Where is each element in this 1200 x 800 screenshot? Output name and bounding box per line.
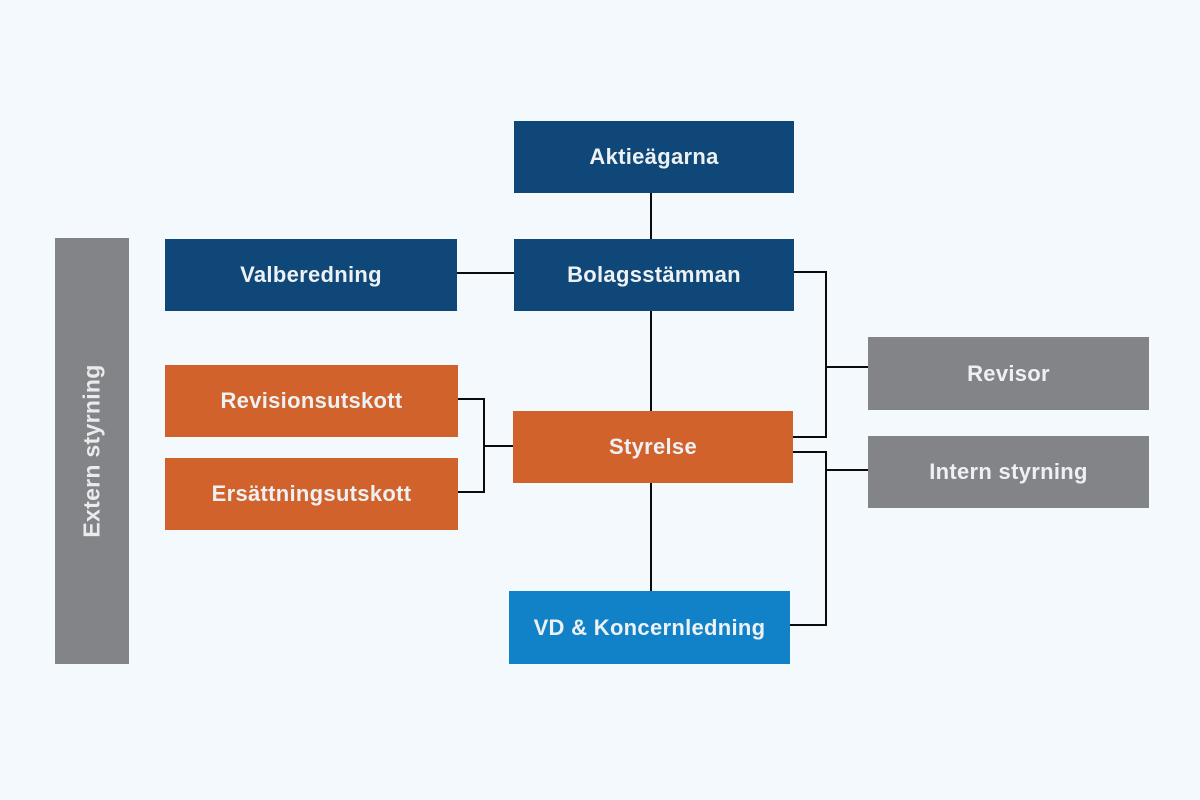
node-ersattningsutskott: Ersättningsutskott <box>165 458 458 530</box>
node-revisionsutskott: Revisionsutskott <box>165 365 458 437</box>
connector-utskott-styrelse <box>483 445 513 447</box>
connector-styrelse-right-stub <box>793 451 826 453</box>
node-label: Styrelse <box>608 434 697 459</box>
connector-valberedning-bolagsstamman <box>457 272 514 274</box>
node-label: Revisionsutskott <box>220 388 403 413</box>
connector-bolagsstamman-styrelse <box>650 311 652 411</box>
connector-aktieagarna-bolagsstamman <box>650 193 652 239</box>
connector-vertical-styrelse-stub <box>793 436 826 438</box>
connector-styrelse-vd <box>650 483 652 591</box>
node-label: Valberedning <box>240 262 382 287</box>
node-revisor: Revisor <box>868 337 1149 410</box>
connector-vertical-vd-stub <box>790 624 826 626</box>
node-label: Intern styrning <box>929 459 1088 484</box>
node-valberedning: Valberedning <box>165 239 457 311</box>
connector-bolagsstamman-right-stub <box>793 271 826 273</box>
extern-styrning-label: Extern styrning <box>78 364 105 538</box>
extern-styrning-band: Extern styrning <box>55 238 129 664</box>
node-vd-koncernledning: VD & Koncernledning <box>509 591 790 664</box>
connector-revisionsutskott-arm <box>458 398 484 400</box>
node-styrelse: Styrelse <box>513 411 793 483</box>
connector-branch-intern-styrning <box>826 469 868 471</box>
node-label: Revisor <box>967 360 1050 386</box>
node-intern-styrning: Intern styrning <box>868 436 1149 508</box>
connector-branch-revisor <box>826 366 868 368</box>
node-label: VD & Koncernledning <box>533 614 766 640</box>
node-label: Bolagsstämman <box>567 262 741 287</box>
connector-right-vertical-lower <box>825 451 827 626</box>
node-label: Ersättningsutskott <box>211 481 412 506</box>
connector-right-vertical-upper <box>825 271 827 438</box>
connector-ersattningsutskott-arm <box>458 491 484 493</box>
node-aktieagarna: Aktieägarna <box>514 121 794 193</box>
node-bolagsstamman: Bolagsstämman <box>514 239 794 311</box>
node-label: Aktieägarna <box>589 144 719 169</box>
